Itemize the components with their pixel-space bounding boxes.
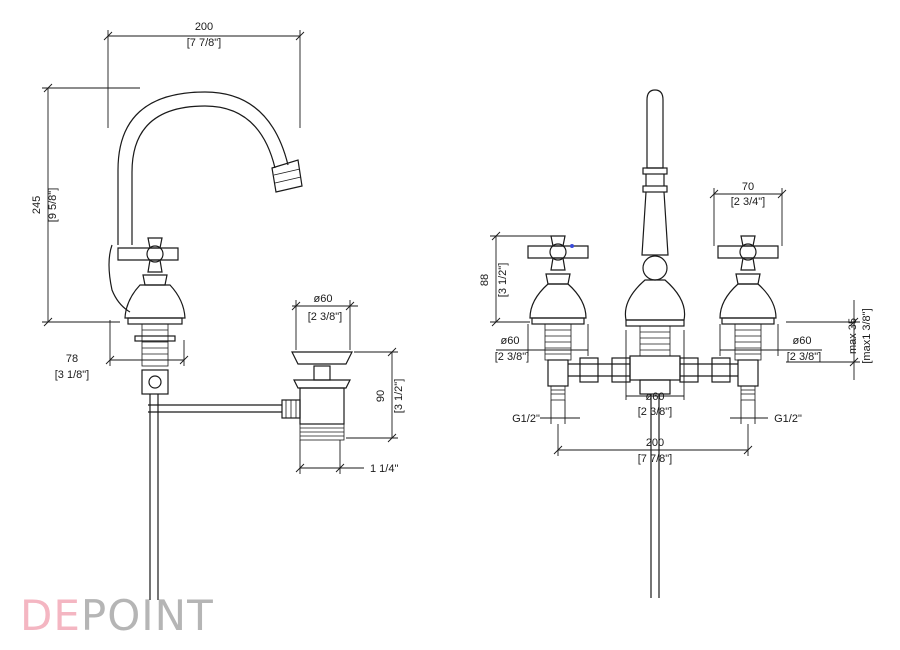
dim-right-dia-mm: ø60 [793, 335, 812, 347]
dim-thread-right: G1/2" [774, 413, 802, 425]
dim-spread-mm: 200 [646, 437, 664, 449]
dim-valve-height-in: [3 1/2"] [497, 263, 509, 297]
right-dimension-labels: 70 [2 3/4"] 88 [3 1/2"] ø60 [2 3/8"] ø60… [479, 181, 873, 465]
dim-deck-max-mm: max 35 [847, 318, 859, 354]
dim-base-in: [3 1/8"] [55, 369, 89, 381]
dim-width-in: [7 7/8"] [187, 37, 221, 49]
dim-left-dia-mm: ø60 [501, 335, 520, 347]
dim-right-dia-in: [2 3/8"] [787, 351, 821, 363]
dim-waste-dia-mm: ø60 [314, 293, 333, 305]
dim-center-dia-mm: ø60 [646, 391, 665, 403]
dim-handle-in: [2 3/4"] [731, 196, 765, 208]
dim-center-dia-in: [2 3/8"] [638, 406, 672, 418]
dim-base-mm: 78 [66, 353, 78, 365]
dim-height-mm: 245 [31, 196, 43, 214]
dim-width-mm: 200 [195, 21, 213, 33]
dim-height-in: [9 5/8"] [47, 188, 59, 222]
dim-waste-dia-in: [2 3/8"] [308, 311, 342, 323]
logo-part-de: DE [20, 591, 81, 640]
dim-waste-height-in: [3 1/2"] [393, 379, 405, 413]
dim-deck-max-in: [max1 3/8"] [861, 308, 873, 363]
dim-handle-mm: 70 [742, 181, 754, 193]
svg-text:DEPOINT: DEPOINT [20, 591, 214, 640]
dim-left-dia-in: [2 3/8"] [495, 351, 529, 363]
right-dimensions [490, 188, 860, 456]
dim-waste-thread: 1 1/4" [370, 463, 398, 475]
faucet-side-view [108, 91, 353, 600]
left-dimension-labels: 200 [7 7/8"] 245 [9 5/8"] 78 [3 1/8"] ø6… [31, 21, 405, 475]
dim-thread-left: G1/2" [512, 413, 540, 425]
dim-valve-height-mm: 88 [479, 274, 491, 286]
left-dimensions [42, 30, 398, 474]
faucet-front-view [527, 89, 779, 598]
logo-part-point: POINT [81, 591, 214, 640]
dim-waste-height-mm: 90 [375, 390, 387, 402]
depoint-logo: DEPOINT [20, 591, 214, 640]
dim-spread-in: [7 7/8"] [638, 453, 672, 465]
